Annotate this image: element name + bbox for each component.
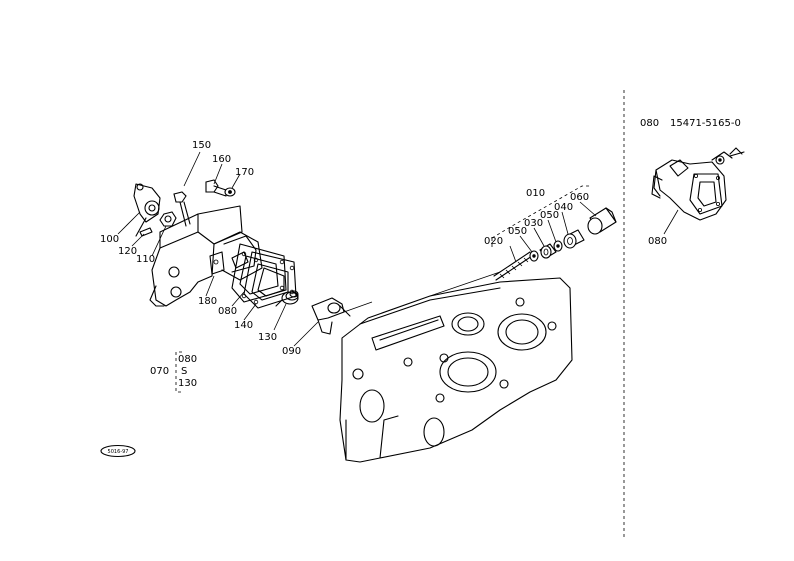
assembly-centerline	[343, 271, 501, 313]
callout-130: 130	[258, 332, 277, 343]
callout-020: 020	[484, 236, 503, 247]
diagram-badge: 5016-97	[100, 444, 136, 458]
callout-110: 110	[136, 254, 155, 265]
shaft-part	[311, 297, 351, 335]
range-group-070: 070 080 S 130	[150, 354, 197, 389]
inset-part-number: 15471-5165-0	[670, 118, 741, 129]
callout-150: 150	[192, 140, 211, 151]
spring-part	[275, 290, 299, 307]
pin-part	[139, 227, 153, 237]
callout-010: 010	[526, 188, 545, 199]
plunger-assembly	[493, 207, 617, 281]
inset-callout-080: 080	[648, 236, 667, 247]
callout-120: 120	[118, 246, 137, 257]
washer-part	[224, 187, 236, 197]
callout-040: 040	[554, 202, 573, 213]
group-bracket-010	[491, 185, 592, 248]
range-group-sep: S	[181, 366, 187, 377]
inset-assembly	[651, 147, 745, 221]
bolt-part	[205, 179, 227, 197]
range-group-label: 070	[150, 366, 169, 377]
cover-plate-part	[243, 251, 297, 309]
callout-170: 170	[235, 167, 254, 178]
callout-080: 080	[218, 306, 237, 317]
inset-code: 080	[640, 118, 659, 129]
callout-030: 030	[524, 218, 543, 229]
engine-block	[339, 277, 573, 463]
callout-140: 140	[234, 320, 253, 331]
inset-header: 080 15471-5165-0 080	[640, 118, 741, 247]
callout-090: 090	[282, 346, 301, 357]
leader-lines	[117, 151, 679, 347]
part-callouts: 150 160 170 100 120 110 180 080 140 130 …	[100, 140, 589, 357]
diagram-badge-text: 5016-97	[108, 449, 129, 455]
callout-180: 180	[198, 296, 217, 307]
lever-part	[133, 183, 161, 237]
callout-050-a: 050	[508, 226, 527, 237]
nut-part	[159, 211, 177, 227]
range-group-to: 130	[178, 378, 197, 389]
range-group-from: 080	[178, 354, 197, 365]
callout-160: 160	[212, 154, 231, 165]
callout-050-b: 050	[540, 210, 559, 221]
screw-part	[173, 191, 191, 227]
range-bracket-070	[175, 351, 182, 393]
callout-100: 100	[100, 234, 119, 245]
callout-060: 060	[570, 192, 589, 203]
governor-housing	[149, 205, 263, 307]
